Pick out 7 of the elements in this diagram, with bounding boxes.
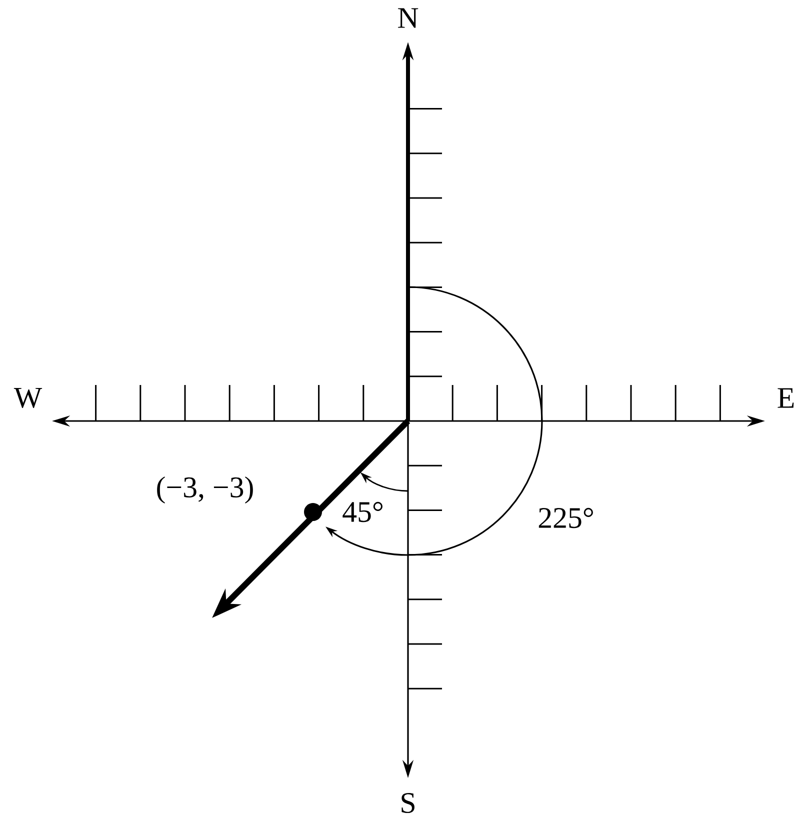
coordinate-label: (−3, −3) — [157, 476, 253, 504]
compass-label: E — [778, 388, 794, 408]
compass-label: S — [402, 792, 414, 814]
compass-label: W — [14, 388, 42, 408]
angle-label: 225° — [538, 508, 593, 528]
angle-label: 45° — [342, 502, 382, 522]
compass-label: N — [398, 8, 418, 28]
